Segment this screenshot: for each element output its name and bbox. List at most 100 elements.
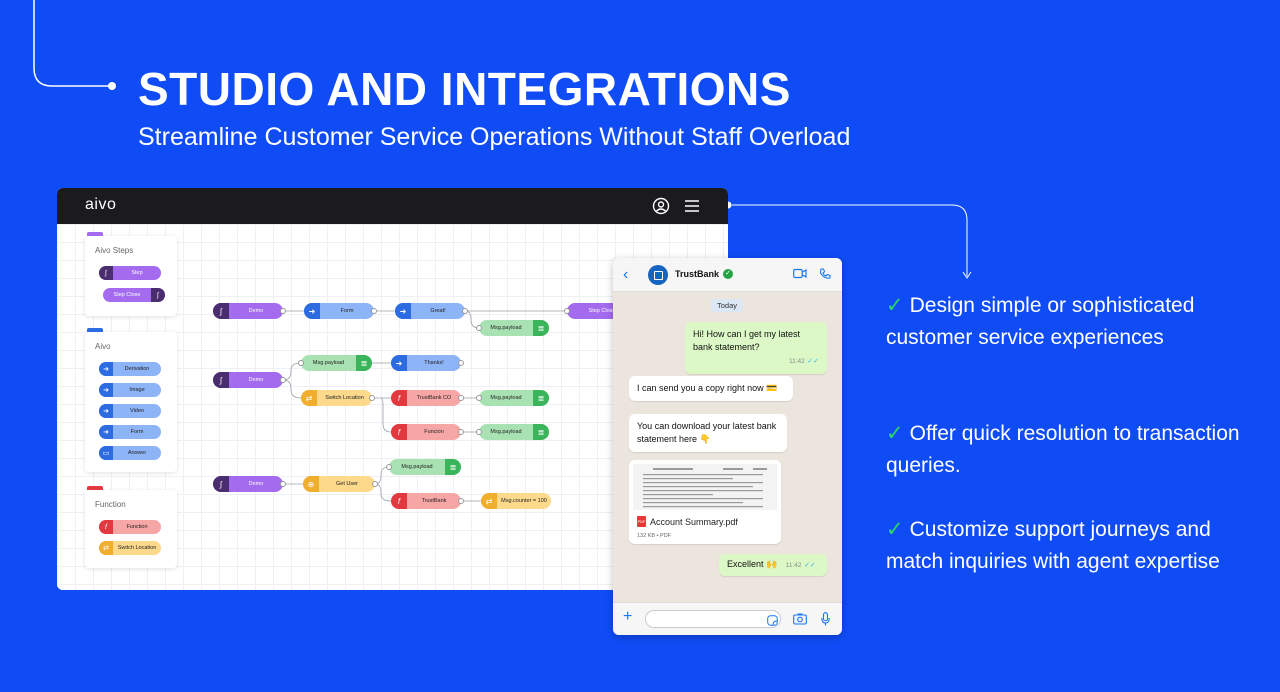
arrow-right-icon: ➜ <box>99 383 113 397</box>
decorative-connector-line <box>33 0 116 90</box>
flow-node-msg-payload[interactable]: Msg.payload≣ <box>386 459 461 475</box>
chat-window: ‹ TrustBank ✓ Today Hi! How can I get my… <box>613 258 842 635</box>
arrow-right-icon: ➜ <box>99 362 113 376</box>
flow-node-msg-counter[interactable]: ⇄Msg.counter = 100 <box>481 493 551 509</box>
flow-node-form[interactable]: ➜Form <box>304 303 377 319</box>
list-icon: ≣ <box>445 459 461 475</box>
function-item-function[interactable]: f Function <box>99 520 161 534</box>
list-icon: ≣ <box>533 390 549 406</box>
list-icon: ≣ <box>533 424 549 440</box>
arrow-right-icon: ➜ <box>391 355 407 371</box>
read-ticks-icon: ✓✓ <box>807 358 819 365</box>
message-input[interactable] <box>645 610 781 628</box>
pdf-icon: PDF <box>637 516 646 527</box>
feature-bullet: ✓Customize support journeys and match in… <box>886 518 1220 573</box>
flow-connections <box>282 310 567 502</box>
studio-topbar: aivo <box>57 188 728 224</box>
aivo-logo: aivo <box>85 196 117 213</box>
switch-icon: ⇄ <box>481 493 497 509</box>
list-icon: ≣ <box>533 320 549 336</box>
message-outgoing: Hi! How can I get my latest bank stateme… <box>685 322 827 374</box>
arrow-right-icon: ➜ <box>99 425 113 439</box>
flow-node-msg-payload[interactable]: Msg.payload≣ <box>298 355 372 371</box>
check-icon: ✓ <box>886 294 904 317</box>
phone-icon[interactable] <box>819 268 831 280</box>
panel-title: Aivo <box>95 342 111 351</box>
flow-node-switch-location[interactable]: ⇄Switch Location <box>301 390 375 406</box>
aivo-item-answer[interactable]: ▭ Answer <box>99 446 161 460</box>
flow-node-great[interactable]: ➜Great! <box>395 303 468 319</box>
aivo-item-video[interactable]: ➜ Video <box>99 404 161 418</box>
contact-name: TrustBank <box>675 269 720 279</box>
aivo-item-image[interactable]: ➜ Image <box>99 383 161 397</box>
date-chip: Today <box>711 299 744 312</box>
contact-avatar <box>648 265 668 285</box>
panel-title: Aivo Steps <box>95 246 134 255</box>
camera-icon[interactable] <box>793 613 807 625</box>
flow-node-get-user[interactable]: ⊕Get User <box>303 476 378 492</box>
function-icon: f <box>391 493 407 509</box>
function-icon: f <box>391 390 407 406</box>
chat-messages: Today Hi! How can I get my latest bank s… <box>613 292 842 602</box>
function-icon: f <box>99 520 113 534</box>
list-icon: ≣ <box>356 355 372 371</box>
flow-node-demo[interactable]: ∫Demo <box>213 476 286 492</box>
back-icon[interactable]: ‹ <box>623 266 629 283</box>
feature-bullet: ✓Offer quick resolution to transaction q… <box>886 422 1240 477</box>
check-icon: ✓ <box>886 422 904 445</box>
page-title: STUDIO AND INTEGRATIONS <box>138 63 791 115</box>
function-icon: f <box>391 424 407 440</box>
step-close-icon: ∫ <box>151 288 165 302</box>
function-item-switch-location[interactable]: ⇄ Switch Location <box>99 541 161 555</box>
menu-icon[interactable] <box>683 197 701 215</box>
document-name: Account Summary.pdf <box>650 516 738 527</box>
chat-header: ‹ TrustBank ✓ <box>613 258 842 292</box>
switch-icon: ⇄ <box>301 390 317 406</box>
document-meta: 132 KB • PDF <box>637 533 672 539</box>
flow-node-msg-payload[interactable]: Msg.payload≣ <box>476 390 549 406</box>
step-icon: ∫ <box>213 303 229 319</box>
sticker-icon[interactable] <box>767 615 778 626</box>
feature-bullet: ✓Design simple or sophisticated customer… <box>886 294 1195 349</box>
microphone-icon[interactable] <box>821 612 830 626</box>
message-incoming: I can send you a copy right now 💳 <box>629 376 793 401</box>
panel-title: Function <box>95 500 126 509</box>
video-call-icon[interactable] <box>793 268 807 279</box>
panel-tab <box>87 232 103 236</box>
document-thumbnail <box>633 464 777 510</box>
user-account-icon[interactable] <box>652 197 670 215</box>
globe-icon: ⊕ <box>303 476 319 492</box>
step-item-step-close[interactable]: Step Close ∫ <box>103 288 165 302</box>
aivo-item-derivation[interactable]: ➜ Derivation <box>99 362 161 376</box>
chat-composer: + <box>613 602 842 635</box>
panel-aivo: Aivo ➜ Derivation ➜ Image ➜ Video ➜ Form… <box>85 328 177 472</box>
aivo-item-form[interactable]: ➜ Form <box>99 425 161 439</box>
panel-aivo-steps: Aivo Steps ∫ Step Step Close ∫ <box>85 232 177 316</box>
message-outgoing: Excellent 🙌 11:42 ✓✓ <box>719 554 827 576</box>
flow-node-msg-payload[interactable]: Msg.payload≣ <box>476 320 549 336</box>
verified-icon: ✓ <box>723 269 733 279</box>
check-icon: ✓ <box>886 518 904 541</box>
flow-node-demo[interactable]: ∫Demo <box>213 372 286 388</box>
flow-node-msg-payload[interactable]: Msg.payload≣ <box>476 424 549 440</box>
step-item-step[interactable]: ∫ Step <box>99 266 161 280</box>
flow-node-demo[interactable]: ∫Demo <box>213 303 286 319</box>
panel-tab <box>87 486 103 490</box>
panel-function: Function f Function ⇄ Switch Location <box>85 486 177 568</box>
message-incoming: You can download your latest bank statem… <box>629 414 787 452</box>
flow-node-thanks[interactable]: ➜Thanks! <box>391 355 464 371</box>
switch-icon: ⇄ <box>99 541 113 555</box>
document-attachment[interactable]: PDF Account Summary.pdf 132 KB • PDF <box>629 460 781 544</box>
step-icon: ∫ <box>213 476 229 492</box>
chat-bubble-icon: ▭ <box>99 446 113 460</box>
step-icon: ∫ <box>213 372 229 388</box>
plus-icon[interactable]: + <box>623 608 633 625</box>
read-ticks-icon: ✓✓ <box>804 562 816 569</box>
arrow-right-icon: ➜ <box>99 404 113 418</box>
page-subtitle: Streamline Customer Service Operations W… <box>138 123 851 151</box>
arrow-right-icon: ➜ <box>395 303 411 319</box>
arrow-right-icon: ➜ <box>304 303 320 319</box>
